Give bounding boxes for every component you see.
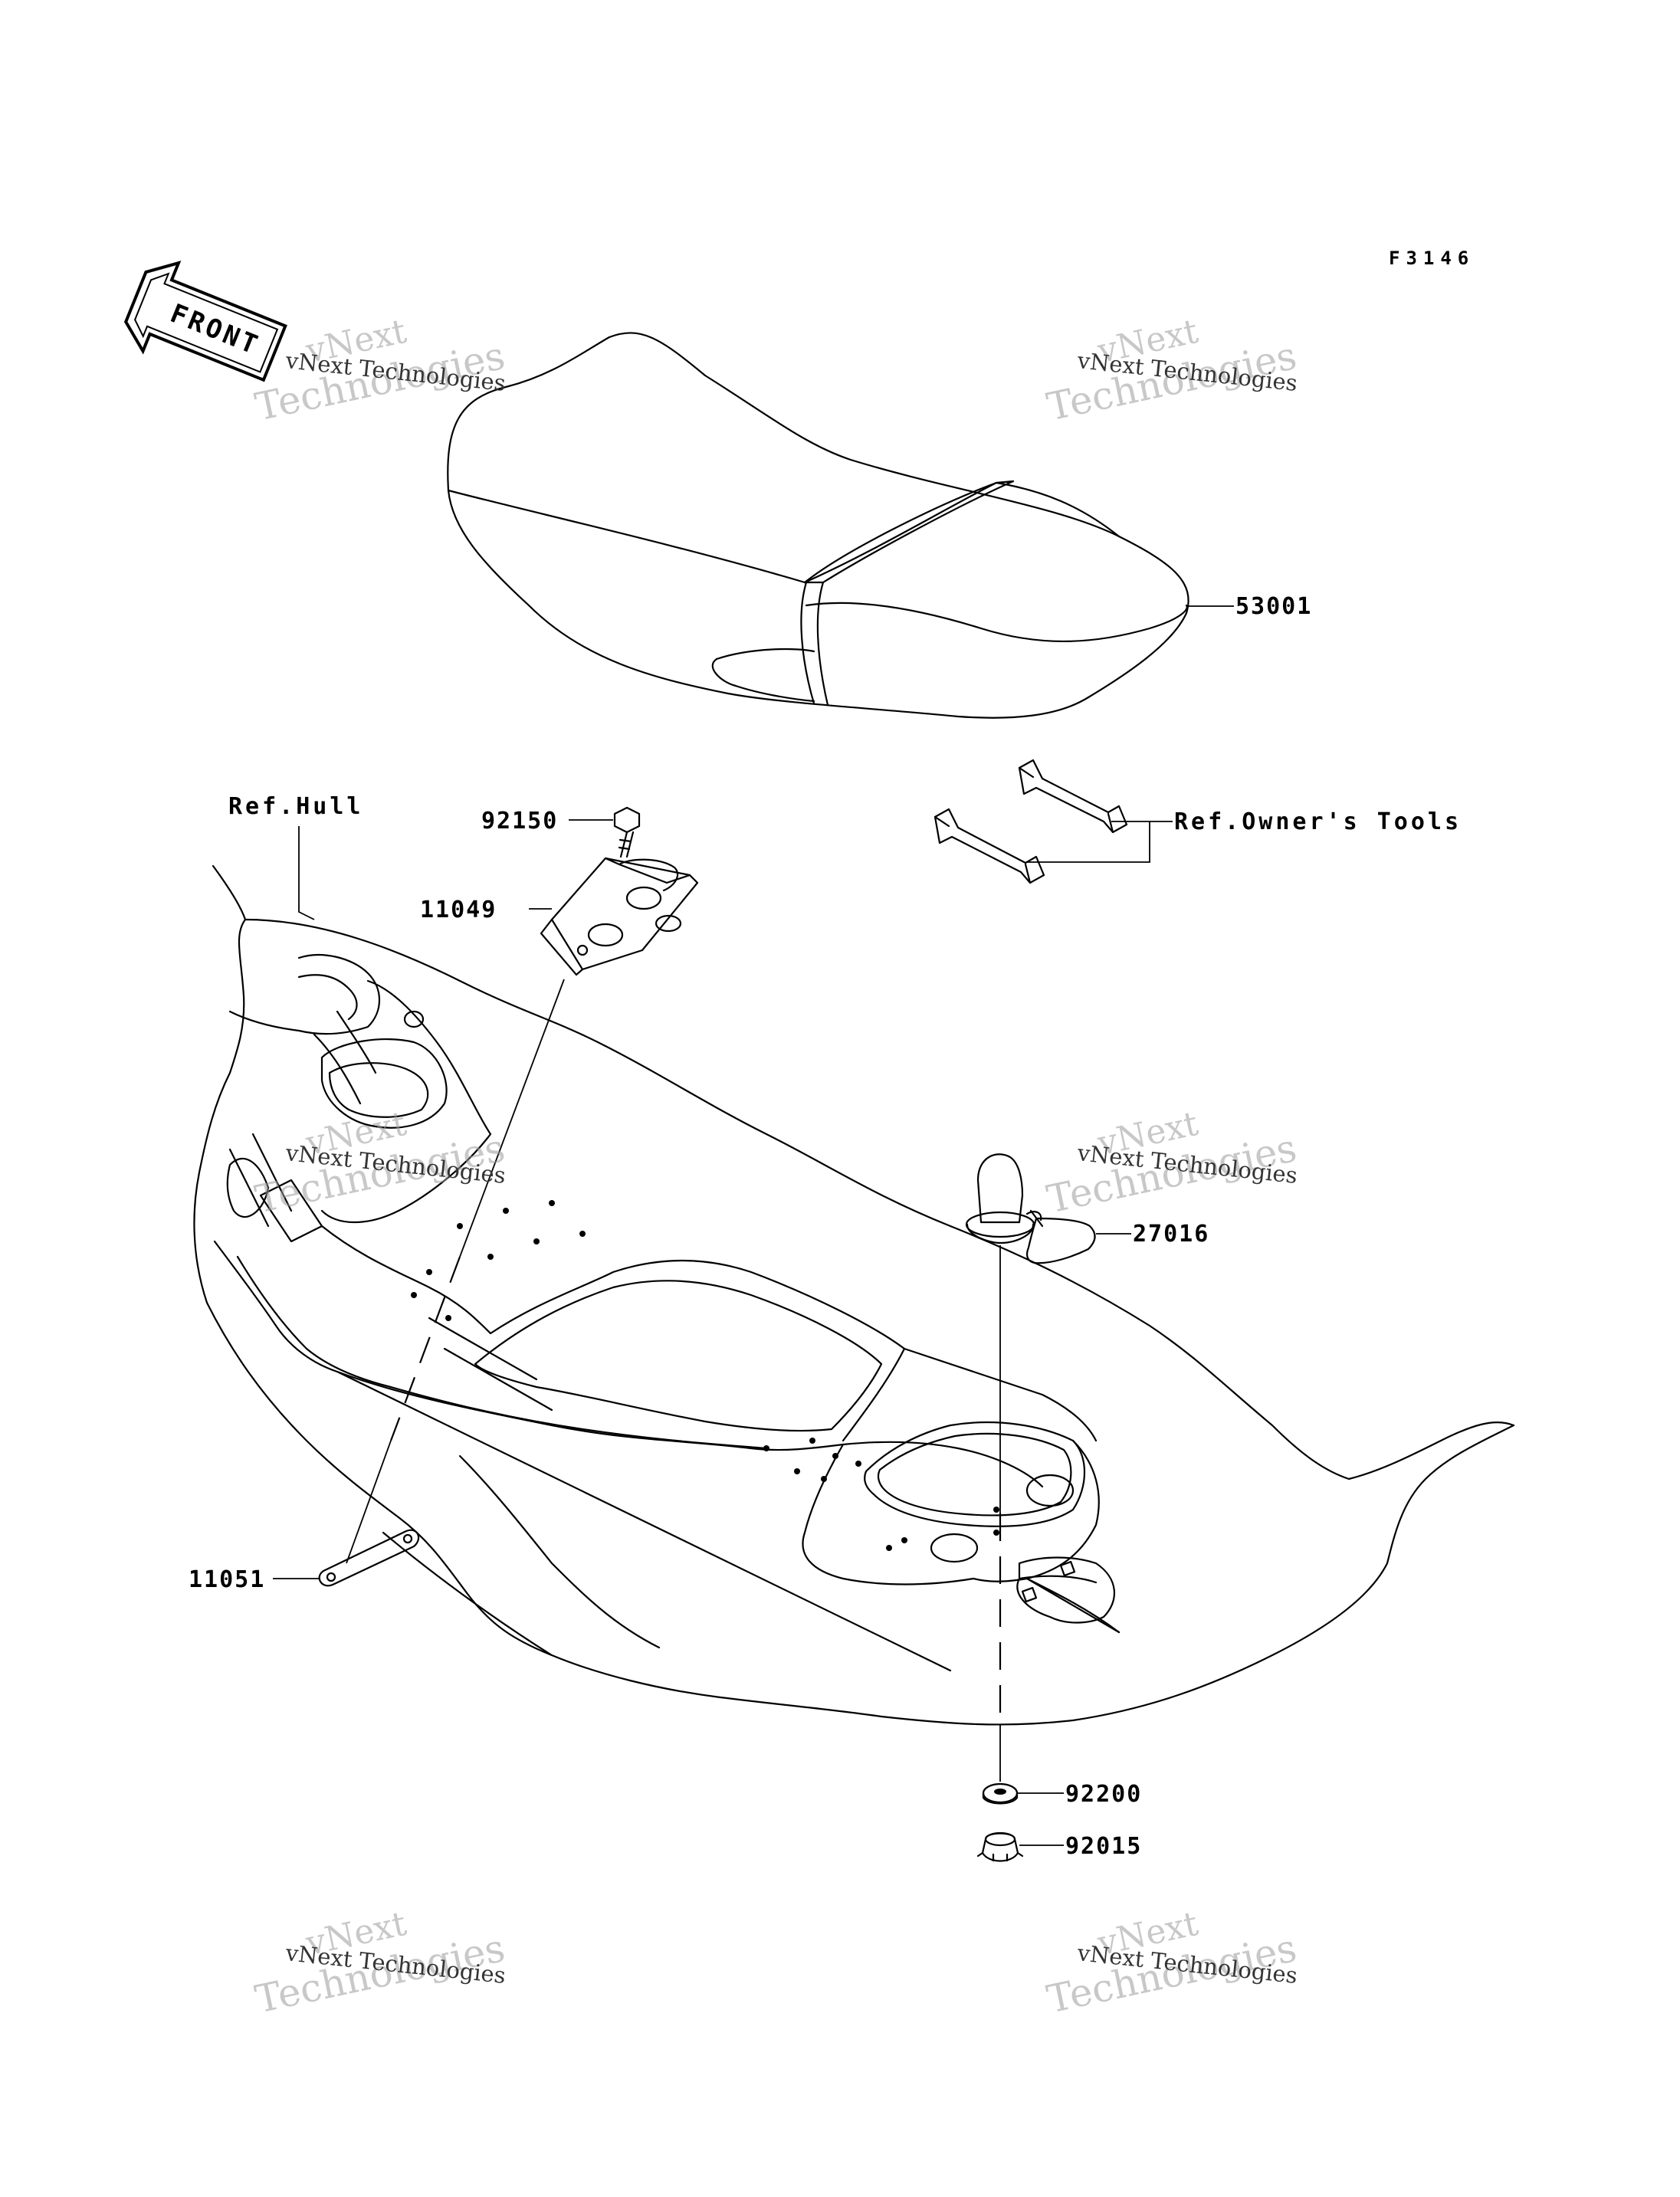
- leader-hull: [298, 826, 315, 920]
- nut-drawing: [976, 1831, 1024, 1862]
- label-bracket-part: 11049: [420, 897, 497, 923]
- seat-drawing: [447, 332, 1189, 719]
- label-cap-part: 27016: [1133, 1221, 1209, 1248]
- label-bolt-part: 92150: [481, 808, 558, 835]
- cap-drawing: [965, 1153, 1096, 1264]
- tool-straps-drawing: [934, 759, 1128, 884]
- washer-drawing: [982, 1782, 1019, 1805]
- watermark: vNext Technologies vNext Technologies vN…: [251, 312, 1301, 2022]
- hull-drawing: [193, 864, 1515, 1726]
- guide-bracket-dashed: [389, 1256, 461, 1441]
- leader-tools: [1027, 821, 1150, 863]
- label-hull: Ref.Hull: [228, 793, 364, 820]
- label-nut-part: 92015: [1065, 1833, 1142, 1860]
- label-seat-part: 53001: [1235, 593, 1312, 620]
- bolt-drawing: [613, 806, 641, 858]
- label-washer-part: 92200: [1065, 1781, 1142, 1808]
- plate-drawing: [318, 1529, 420, 1587]
- label-owners-tools: Ref.Owner's Tools: [1174, 808, 1462, 835]
- guide-bracket: [459, 979, 565, 1258]
- guide-plate: [346, 1440, 392, 1564]
- figure-code: F3146: [1389, 248, 1475, 269]
- front-arrow-icon: FRONT: [123, 261, 287, 382]
- label-plate-part: 11051: [189, 1566, 265, 1593]
- bracket-drawing: [540, 857, 699, 976]
